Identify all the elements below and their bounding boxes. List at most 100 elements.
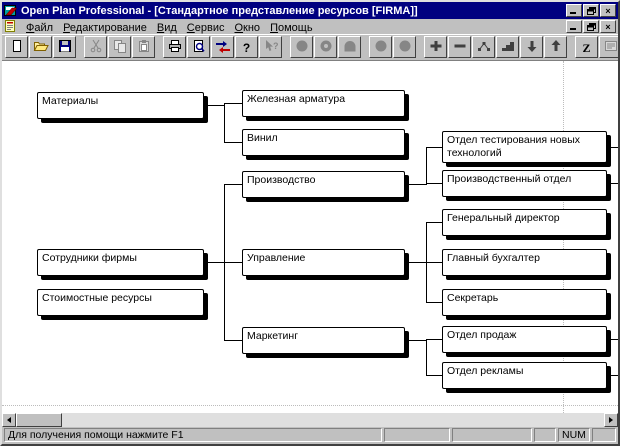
zoom-z-icon: Z xyxy=(582,40,591,55)
tree-connector-line xyxy=(405,184,426,185)
save-button[interactable] xyxy=(53,36,76,58)
node-circle-1-icon xyxy=(373,39,389,56)
open-button[interactable] xyxy=(29,36,52,58)
tree-connector-line xyxy=(607,183,618,184)
add-icon xyxy=(428,39,444,56)
menu-вид[interactable]: Вид xyxy=(156,21,177,34)
tree-node-cost[interactable]: Стоимостные ресурсы xyxy=(37,289,204,316)
steps-button[interactable] xyxy=(496,36,519,58)
menu-помощь[interactable]: Помощь xyxy=(270,21,313,34)
paste-icon xyxy=(136,39,152,56)
minimize-button[interactable] xyxy=(566,4,582,17)
tree-connector-line xyxy=(607,375,618,376)
tree-node-sales[interactable]: Отдел продаж xyxy=(442,326,607,353)
menu-редактирование[interactable]: Редактирование xyxy=(63,21,147,34)
open-icon xyxy=(33,39,49,56)
resource-detail-icon xyxy=(318,39,334,56)
link-nodes-button[interactable] xyxy=(472,36,495,58)
tree-connector-line xyxy=(426,339,427,376)
remove-button[interactable] xyxy=(448,36,471,58)
tree-connector-line xyxy=(426,375,442,376)
tree-connector-line xyxy=(224,184,242,185)
mdi-close-button[interactable]: × xyxy=(600,20,616,33)
scrollbar-thumb[interactable] xyxy=(16,413,62,427)
status-bar: Для получения помощи нажмите F1 NUM xyxy=(2,427,618,444)
tree-node-production[interactable]: Производство xyxy=(242,171,405,198)
toolbar-group xyxy=(290,36,362,58)
move-up-button[interactable] xyxy=(544,36,567,58)
tree-node-management[interactable]: Управление xyxy=(242,249,405,276)
tree-node-prod-dept[interactable]: Производственный отдел xyxy=(442,170,607,197)
new-button[interactable] xyxy=(5,36,28,58)
status-message: Для получения помощи нажмите F1 xyxy=(4,428,382,442)
print-preview-button[interactable] xyxy=(187,36,210,58)
mdi-minimize-button[interactable] xyxy=(566,20,582,33)
toolbar-group xyxy=(424,36,568,58)
tree-connector-line xyxy=(426,147,442,148)
tree-node-materials[interactable]: Материалы xyxy=(37,92,204,119)
help-button[interactable]: ? xyxy=(235,36,258,58)
horizontal-scrollbar[interactable] xyxy=(2,413,618,427)
tree-node-accountant[interactable]: Главный бухгалтер xyxy=(442,249,607,276)
print-button[interactable] xyxy=(163,36,186,58)
menu-сервис[interactable]: Сервис xyxy=(186,21,225,34)
tree-connector-line xyxy=(405,340,426,341)
link-nodes-icon xyxy=(476,39,492,56)
remove-icon xyxy=(452,39,468,56)
tree-node-vinyl[interactable]: Винил xyxy=(242,129,405,156)
toolbar-group xyxy=(369,36,417,58)
scroll-left-button[interactable] xyxy=(2,413,16,427)
copy-button xyxy=(108,36,131,58)
mdi-restore-icon xyxy=(586,22,596,31)
tree-connector-line xyxy=(204,262,224,263)
copy-icon xyxy=(112,39,128,56)
context-help-button: ? xyxy=(259,36,282,58)
print-preview-icon xyxy=(191,39,207,56)
help-icon: ? xyxy=(242,40,251,55)
tree-connector-line xyxy=(224,142,242,143)
restore-button[interactable] xyxy=(583,4,599,17)
page-break-horizontal xyxy=(2,405,618,406)
zoom-z-button[interactable]: Z xyxy=(575,36,598,58)
scroll-right-button[interactable] xyxy=(604,413,618,427)
node-circle-1-button xyxy=(369,36,392,58)
menu-окно[interactable]: Окно xyxy=(234,21,261,34)
move-up-icon xyxy=(548,39,564,56)
toolbar: ?? Z xyxy=(2,34,618,61)
transfer-button[interactable] xyxy=(211,36,234,58)
tree-connector-line xyxy=(224,262,242,263)
add-button[interactable] xyxy=(424,36,447,58)
tree-connector-line xyxy=(224,340,242,341)
node-circle-2-button xyxy=(393,36,416,58)
menu-файл[interactable]: Файл xyxy=(26,21,54,34)
close-icon: × xyxy=(605,5,611,16)
title-bar: Open Plan Professional - [Стандартное пр… xyxy=(2,2,618,19)
resource-dome-button xyxy=(338,36,361,58)
cut-button xyxy=(84,36,107,58)
move-down-button[interactable] xyxy=(520,36,543,58)
notes-icon xyxy=(603,39,619,56)
tree-node-secretary[interactable]: Секретарь xyxy=(442,289,607,316)
toolbar-group: Z xyxy=(575,36,619,58)
tree-connector-line xyxy=(224,103,225,143)
tree-node-director[interactable]: Генеральный директор xyxy=(442,209,607,236)
tree-connector-line xyxy=(607,147,618,148)
cut-icon xyxy=(88,39,104,56)
restore-icon xyxy=(586,6,596,15)
tree-node-employees[interactable]: Сотрудники фирмы xyxy=(37,249,204,276)
tree-node-marketing[interactable]: Маркетинг xyxy=(242,327,405,354)
tree-node-testing[interactable]: Отдел тестирования новых технологий xyxy=(442,131,607,163)
tree-connector-line xyxy=(607,339,618,340)
notes-button xyxy=(599,36,619,58)
mdi-restore-button[interactable] xyxy=(583,20,599,33)
tree-node-iron[interactable]: Железная арматура xyxy=(242,90,405,117)
tree-node-advertising[interactable]: Отдел рекламы xyxy=(442,362,607,389)
new-icon xyxy=(9,39,25,56)
steps-icon xyxy=(500,39,516,56)
close-button[interactable]: × xyxy=(600,4,616,17)
minimize-icon xyxy=(570,12,576,14)
menu-bar: Файл Редактирование Вид Сервис Окно Помощь × xyxy=(2,19,618,34)
mdi-close-icon: × xyxy=(605,21,611,32)
